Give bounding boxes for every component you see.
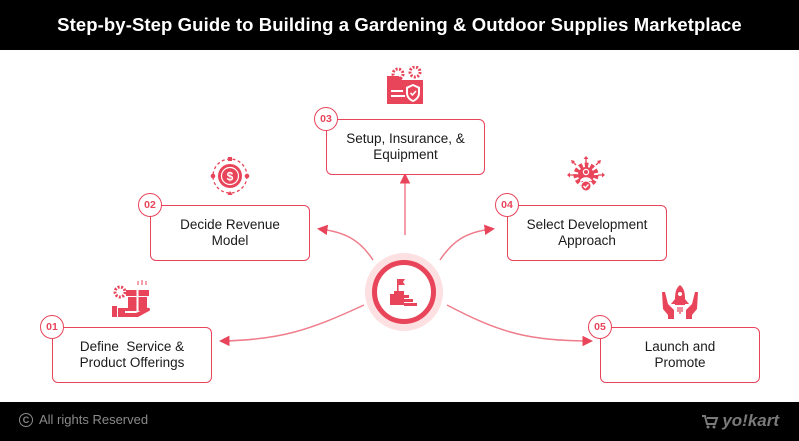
rocket-hands-icon bbox=[662, 285, 698, 319]
copyright-icon: C bbox=[19, 412, 33, 427]
step-05-label: Launch and Promote bbox=[644, 339, 716, 370]
connector-to-step-05 bbox=[446, 304, 593, 347]
logo-text: yo!kart bbox=[722, 411, 779, 430]
step-03-badge: 03 bbox=[314, 107, 338, 131]
footer-bar: C All rights Reserved yo!kart bbox=[0, 402, 799, 441]
connector-to-step-01 bbox=[219, 304, 365, 347]
step-02-label: Decide Revenue Model bbox=[180, 217, 280, 248]
step-01-badge: 01 bbox=[40, 315, 64, 339]
stairs-flag-icon bbox=[390, 279, 417, 306]
step-02-box: Decide Revenue Model bbox=[150, 205, 310, 261]
copyright: C All rights Reserved bbox=[19, 412, 148, 427]
step-01-label: Define Service & Product Offerings bbox=[79, 339, 188, 370]
step-04-label: Select Development Approach bbox=[526, 217, 648, 248]
svg-text:$: $ bbox=[227, 170, 234, 184]
step-05-box: Launch and Promote bbox=[600, 327, 760, 383]
step-01-box: Define Service & Product Offerings bbox=[52, 327, 212, 383]
step-02-badge: 02 bbox=[138, 193, 162, 217]
copyright-text: All rights Reserved bbox=[39, 412, 149, 427]
hub-circle bbox=[365, 253, 443, 331]
hub-ring bbox=[372, 260, 436, 324]
brand-logo: yo!kart bbox=[701, 411, 779, 431]
folder-shield-gear-icon bbox=[387, 66, 423, 104]
connector-to-step-02 bbox=[317, 224, 374, 261]
cart-icon bbox=[702, 415, 719, 429]
gift-gear-hand-icon bbox=[112, 280, 151, 317]
connector-to-step-04 bbox=[439, 224, 495, 261]
step-03-label: Setup, Insurance, & Equipment bbox=[346, 131, 465, 162]
page-title: Step-by-Step Guide to Building a Gardeni… bbox=[57, 14, 742, 35]
title-bar: Step-by-Step Guide to Building a Gardeni… bbox=[0, 0, 799, 50]
step-04-box: Select Development Approach bbox=[507, 205, 667, 261]
gear-person-arrows-icon bbox=[567, 156, 605, 192]
dollar-cycle-icon: $ bbox=[210, 157, 250, 195]
step-05-badge: 05 bbox=[588, 315, 612, 339]
step-03-box: Setup, Insurance, & Equipment bbox=[326, 119, 485, 175]
step-04-badge: 04 bbox=[495, 193, 519, 217]
